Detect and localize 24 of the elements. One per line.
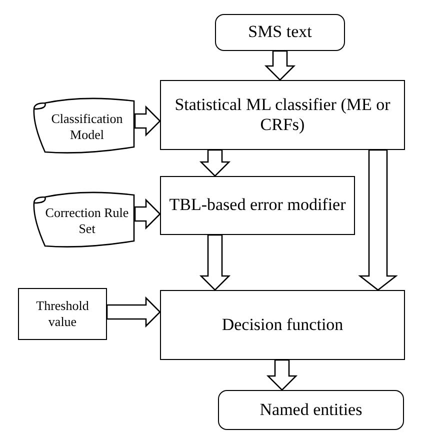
node-label: SMS text (248, 22, 312, 43)
process-box (160, 176, 355, 235)
node-label: Correction Rule Set (44, 205, 130, 237)
input-box (215, 14, 345, 51)
node-label: Named entities (260, 400, 362, 420)
node-label: Threshold value (35, 298, 90, 330)
block-arrow (358, 149, 398, 291)
block-arrow (199, 149, 231, 177)
data-store-cylinder (33, 191, 135, 247)
block-arrow (199, 234, 231, 291)
output-box (218, 390, 404, 430)
process-box (160, 80, 405, 150)
input-box (18, 288, 107, 340)
node-label: Statistical ML classifier (ME or CRFs) (174, 94, 392, 136)
node-label: Decision function (222, 314, 344, 336)
node-label: Classification Model (50, 111, 124, 143)
block-arrow (264, 50, 296, 81)
block-arrow (266, 359, 298, 391)
block-arrow (134, 198, 161, 230)
block-arrow (106, 296, 161, 328)
node-label: TBL-based error modifier (169, 195, 346, 216)
process-box (160, 290, 405, 360)
data-store-cylinder (33, 97, 135, 153)
block-arrow (134, 105, 161, 137)
